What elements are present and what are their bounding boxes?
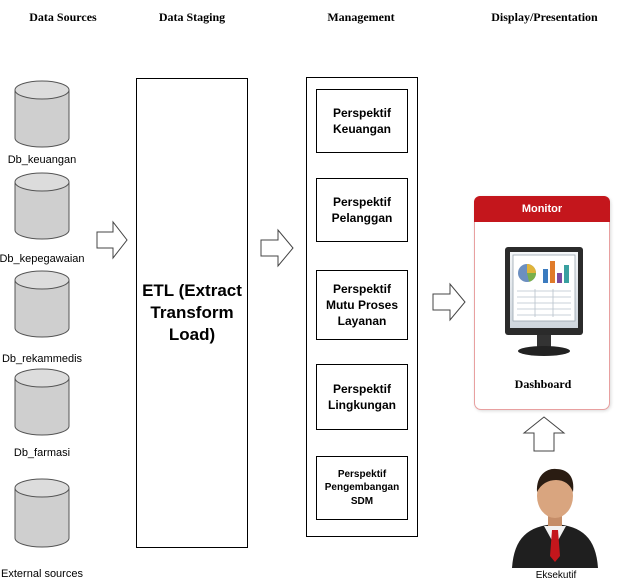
etl-label: ETL (Extract Transform Load) bbox=[142, 280, 242, 345]
db-label-keuangan: Db_keuangan bbox=[7, 154, 77, 166]
db-label-farmasi: Db_farmasi bbox=[13, 447, 71, 459]
arrow-right-icon bbox=[432, 282, 466, 322]
perspective-mutu-proses: Perspektif Mutu Proses Layanan bbox=[316, 270, 408, 340]
database-icon bbox=[14, 270, 70, 338]
dashboard-label: Dashboard bbox=[514, 377, 572, 391]
etl-box: ETL (Extract Transform Load) bbox=[136, 78, 248, 548]
perspective-lingkungan: Perspektif Lingkungan bbox=[316, 364, 408, 430]
db-label-external: External sources bbox=[1, 568, 83, 580]
database-icon bbox=[14, 368, 70, 436]
dashboard-monitor-icon bbox=[505, 247, 583, 356]
header-data-sources: Data Sources bbox=[29, 10, 97, 24]
db-label-kepegawaian: Db_kepegawaian bbox=[0, 253, 85, 265]
executive-avatar-icon bbox=[512, 468, 598, 568]
monitor-card: Monitor Dashboard bbox=[474, 196, 610, 410]
database-icon bbox=[14, 172, 70, 240]
arrow-right-icon bbox=[96, 220, 128, 260]
database-icon bbox=[14, 80, 70, 148]
database-icon bbox=[14, 478, 70, 548]
arrow-up-icon bbox=[522, 416, 566, 452]
header-management: Management bbox=[327, 10, 395, 24]
header-data-staging: Data Staging bbox=[158, 10, 226, 24]
perspective-pengembangan-sdm: Perspektif Pengembangan SDM bbox=[316, 456, 408, 520]
arrow-right-icon bbox=[260, 228, 294, 268]
perspective-pelanggan: Perspektif Pelanggan bbox=[316, 178, 408, 242]
db-label-rekammedis: Db_rekammedis bbox=[1, 353, 83, 365]
monitor-title: Monitor bbox=[474, 196, 610, 222]
header-display: Display/Presentation bbox=[491, 10, 598, 24]
perspective-keuangan: Perspektif Keuangan bbox=[316, 89, 408, 153]
executive-label: Eksekutif bbox=[535, 570, 577, 581]
management-container: Perspektif Keuangan Perspektif Pelanggan… bbox=[306, 77, 418, 537]
